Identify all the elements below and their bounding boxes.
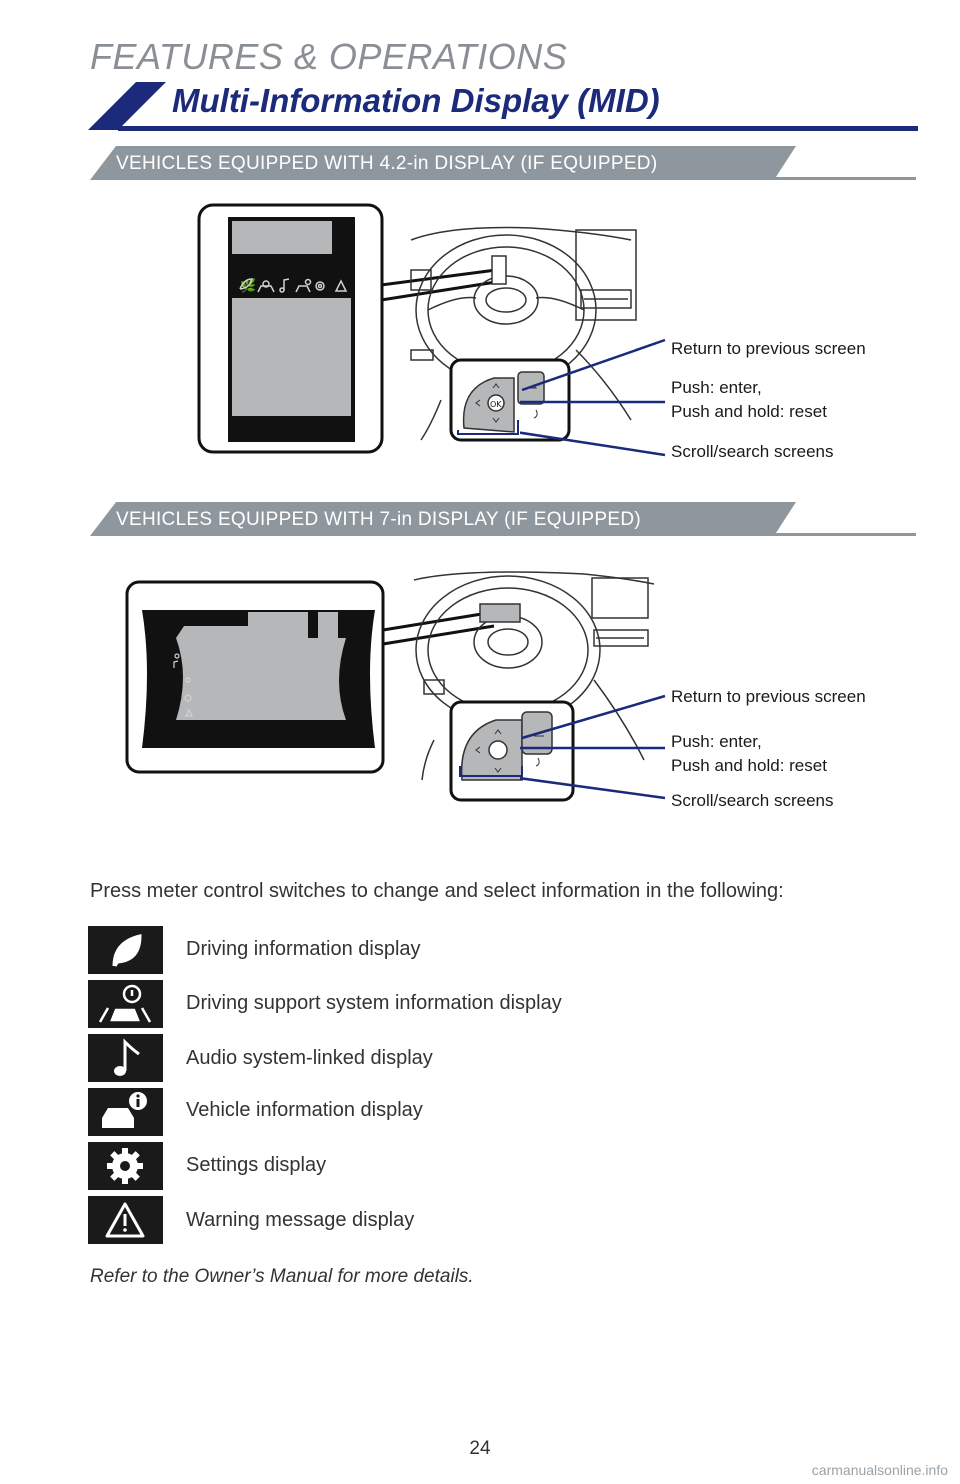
callout-scroll-7in: Scroll/search screens (671, 791, 834, 810)
item-label-vehicle-info: Vehicle information display (186, 1099, 423, 1121)
driving-support-icon (88, 980, 163, 1028)
callout-push-enter-7in: Push: enter, (671, 732, 762, 751)
leaf-icon (88, 926, 163, 974)
page-title: Multi-Information Display (MID) (172, 82, 660, 119)
gear-icon (88, 1142, 163, 1190)
display-illustration-4in: 🌿 OK (197, 203, 637, 454)
callout-push-hold: Push and hold: reset (671, 402, 827, 421)
section-band-1 (90, 146, 916, 180)
section-band-1-label: VEHICLES EQUIPPED WITH 4.2-in DISPLAY (I… (116, 153, 658, 174)
item-label-audio: Audio system-linked display (186, 1047, 433, 1069)
item-label-driving-info: Driving information display (186, 938, 421, 960)
title-bar-graphic (88, 82, 918, 131)
music-note-icon (88, 1034, 163, 1082)
page-number: 24 (469, 1438, 491, 1459)
item-label-warning: Warning message display (186, 1209, 415, 1231)
ok-label: OK (490, 400, 502, 409)
callout-lines-7in (520, 694, 666, 800)
callout-scroll: Scroll/search screens (671, 442, 834, 461)
display-illustration-7in (125, 571, 655, 802)
footnote: Refer to the Owner’s Manual for more det… (90, 1266, 474, 1287)
section-band-2 (90, 502, 916, 536)
watermark: carmanualsonline.info (811, 1462, 948, 1478)
warning-icon (88, 1196, 163, 1244)
section-heading: FEATURES & OPERATIONS (90, 36, 568, 77)
intro-text: Press meter control switches to change a… (90, 880, 784, 902)
vehicle-info-icon (88, 1088, 163, 1136)
item-label-settings: Settings display (186, 1154, 327, 1176)
callout-push-hold-7in: Push and hold: reset (671, 756, 827, 775)
callout-return-7in: Return to previous screen (671, 687, 866, 706)
section-band-2-label: VEHICLES EQUIPPED WITH 7-in DISPLAY (IF … (116, 509, 641, 530)
item-label-driving-support: Driving support system information displ… (186, 992, 562, 1014)
callout-push-enter: Push: enter, (671, 378, 762, 397)
callout-return: Return to previous screen (671, 339, 866, 358)
callout-lines-4in (520, 338, 666, 457)
